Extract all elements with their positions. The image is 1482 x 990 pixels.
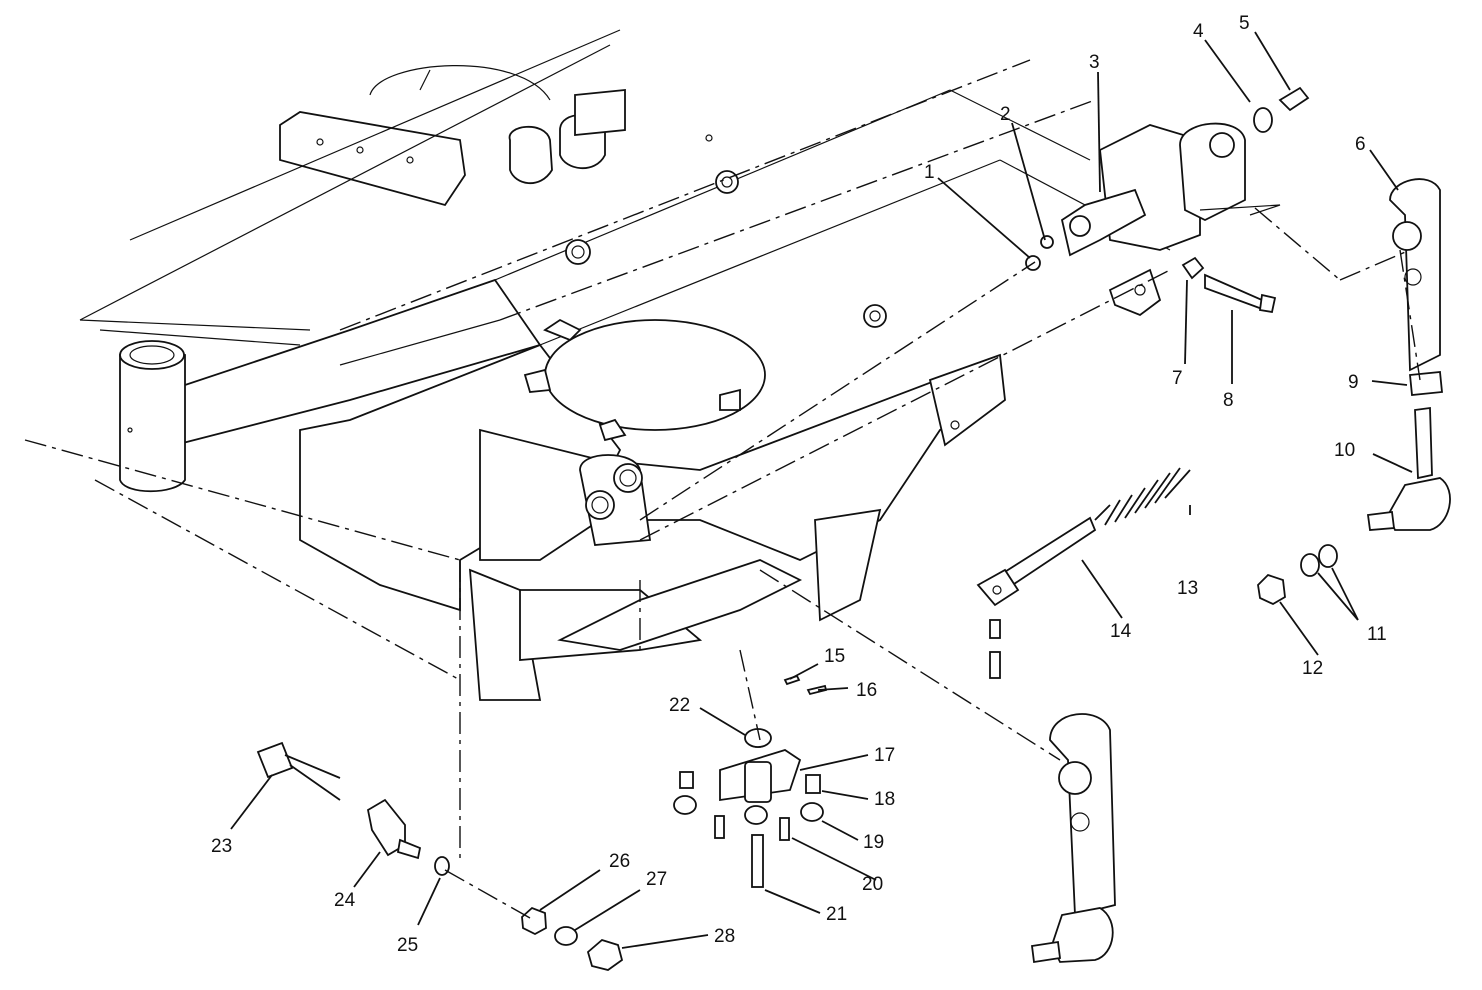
callout-5: 5 — [1239, 13, 1250, 34]
callout-14: 14 — [1110, 621, 1132, 642]
callout-28: 28 — [714, 926, 735, 947]
part-4-washer — [1253, 107, 1273, 133]
part-23-boot — [256, 741, 294, 779]
callout-18: 18 — [874, 789, 895, 810]
part-11-washer-a — [1300, 553, 1320, 577]
part-27-nut — [554, 926, 578, 946]
part-5-bolt — [1278, 86, 1310, 112]
callout-3: 3 — [1089, 52, 1100, 73]
part-9-spacer — [1409, 371, 1443, 396]
callout-9: 9 — [1348, 372, 1359, 393]
callout-21: 21 — [826, 904, 847, 925]
callout-2: 2 — [1000, 104, 1011, 125]
callout-15: 15 — [824, 646, 845, 667]
part-18-bushing — [805, 774, 821, 794]
part-3-bushing — [1060, 188, 1147, 257]
callout-26: 26 — [609, 851, 630, 872]
callout-11: 11 — [1367, 624, 1387, 645]
callout-labels: 1 2 3 4 5 6 7 8 9 10 11 12 13 14 15 16 1… — [211, 13, 1387, 956]
callout-4: 4 — [1193, 21, 1204, 42]
part-7-nut — [1181, 256, 1205, 280]
part-8-bolt — [1204, 273, 1267, 312]
leader-lines — [230, 31, 1413, 949]
lower-tierod — [1049, 713, 1116, 917]
part-21-pin — [751, 834, 764, 888]
callout-16: 16 — [856, 680, 877, 701]
part-13-spring — [1094, 467, 1191, 526]
part-19-bushing — [800, 802, 824, 822]
callout-12: 12 — [1302, 658, 1323, 679]
callout-20: 20 — [862, 874, 883, 895]
part-12-nut — [1257, 573, 1286, 606]
callout-25: 25 — [397, 935, 418, 956]
part-25-ring — [434, 856, 450, 876]
part-2-washer — [1040, 235, 1054, 249]
callout-17: 17 — [874, 745, 895, 766]
callout-27: 27 — [646, 869, 667, 890]
callout-1: 1 — [924, 162, 935, 183]
alignment-lines — [24, 59, 1421, 919]
callout-22: 22 — [669, 695, 690, 716]
part-14-rod — [998, 516, 1097, 592]
callout-8: 8 — [1223, 390, 1234, 411]
callout-6: 6 — [1355, 134, 1366, 155]
callout-23: 23 — [211, 836, 232, 857]
callout-24: 24 — [334, 890, 356, 911]
part-10-balljoint — [1414, 406, 1433, 480]
callout-7: 7 — [1172, 368, 1183, 389]
part-26-nut — [521, 906, 547, 936]
parts — [256, 86, 1451, 971]
part-28-bearing — [586, 938, 624, 971]
chassis-frame — [79, 29, 1281, 701]
callout-13: 13 — [1177, 578, 1198, 599]
callout-19: 19 — [863, 832, 884, 853]
callout-10: 10 — [1334, 440, 1355, 461]
part-6-tierod — [1389, 178, 1441, 372]
part-20-pin — [779, 817, 790, 841]
part-11-washer-b — [1318, 544, 1338, 568]
